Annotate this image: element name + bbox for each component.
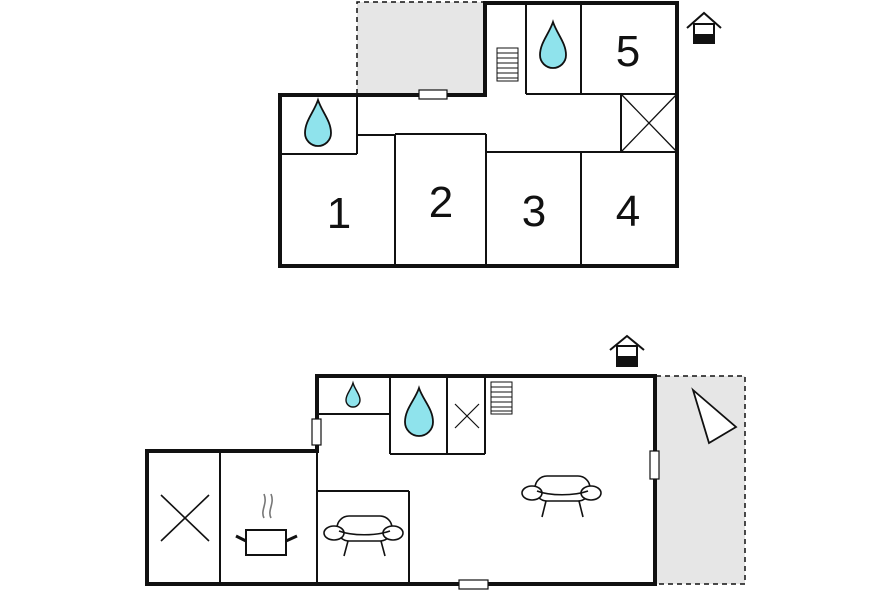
water-drop-icon — [304, 97, 332, 147]
ground-front-door — [458, 579, 489, 590]
ground-floor — [145, 334, 746, 590]
room-2-label: 2 — [429, 178, 453, 227]
room-3-label: 3 — [522, 187, 546, 236]
upper-balcony-door — [418, 89, 448, 100]
entrance-house-icon — [609, 334, 645, 367]
water-drop-icon — [404, 385, 434, 437]
water-drop-icon — [539, 19, 567, 69]
room-1-label: 1 — [327, 189, 351, 238]
room-5-label: 5 — [616, 27, 640, 76]
water-drop-icon — [345, 380, 361, 408]
cooking-pot-icon — [235, 493, 298, 556]
upper-terrace — [356, 1, 485, 94]
entrance-house-icon — [686, 11, 722, 44]
ground-interior-walls — [219, 376, 486, 584]
sofa-icon — [323, 515, 404, 557]
upper-floor: 1 2 3 4 5 — [278, 1, 722, 268]
storage-cross-icon — [620, 93, 678, 153]
sun-lounger-icon — [691, 387, 738, 445]
ground-outer-wall — [145, 374, 657, 586]
room-4-label: 4 — [616, 187, 640, 236]
ground-terrace-door — [649, 450, 660, 480]
ground-side-door — [311, 418, 322, 446]
upper-outer-wall — [278, 1, 679, 268]
sofa-icon — [521, 475, 602, 518]
stairs-icon — [490, 381, 513, 415]
storage-cross-icon — [454, 403, 480, 429]
storage-cross-icon — [160, 494, 210, 542]
stairs-icon — [496, 47, 519, 82]
upper-interior-walls — [280, 3, 677, 266]
